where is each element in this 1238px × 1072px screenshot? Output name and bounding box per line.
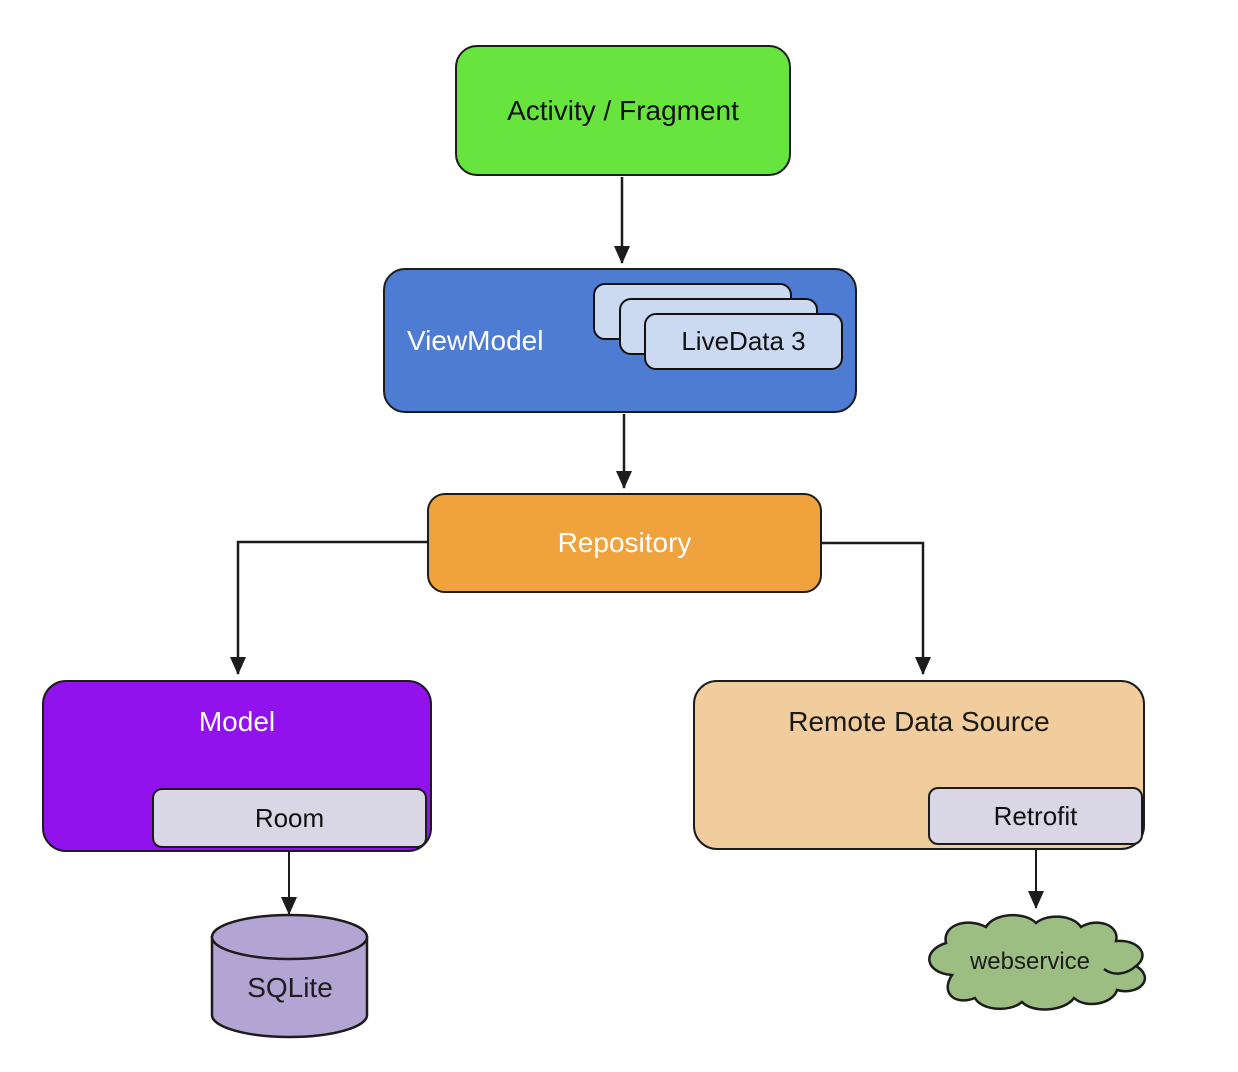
node-room: Room xyxy=(152,788,427,848)
livedata-label: LiveData 3 xyxy=(681,326,806,356)
node-model-label: Model xyxy=(198,706,276,737)
livedata-card-front: LiveData 3 xyxy=(644,313,843,370)
webservice-cloud-shape xyxy=(928,914,1147,1011)
node-webservice-label: webservice xyxy=(969,948,1091,975)
sqlite-cylinder xyxy=(210,913,369,1039)
node-viewmodel-label: ViewModel xyxy=(407,324,544,356)
node-sqlite-label: SQLite xyxy=(247,972,333,1003)
arrow-repository-to-remote xyxy=(822,541,931,675)
node-activity-fragment-label: Activity / Fragment xyxy=(507,94,739,126)
node-retrofit-label: Retrofit xyxy=(993,800,1078,831)
webservice-cloud-curl xyxy=(1103,965,1137,975)
sqlite-cylinder-body xyxy=(210,935,369,1039)
sqlite-cylinder-top xyxy=(210,913,369,961)
node-remote-data-source-label: Remote Data Source xyxy=(788,706,1050,737)
node-retrofit: Retrofit xyxy=(928,787,1143,845)
arrow-repository-to-model xyxy=(230,540,427,675)
node-remote-data-source: Remote Data Source xyxy=(693,680,1145,850)
node-repository: Repository xyxy=(427,493,822,593)
node-room-label: Room xyxy=(254,802,325,833)
webservice-cloud xyxy=(928,914,1147,1011)
node-activity-fragment: Activity / Fragment xyxy=(455,45,791,176)
node-repository-label: Repository xyxy=(557,527,692,558)
